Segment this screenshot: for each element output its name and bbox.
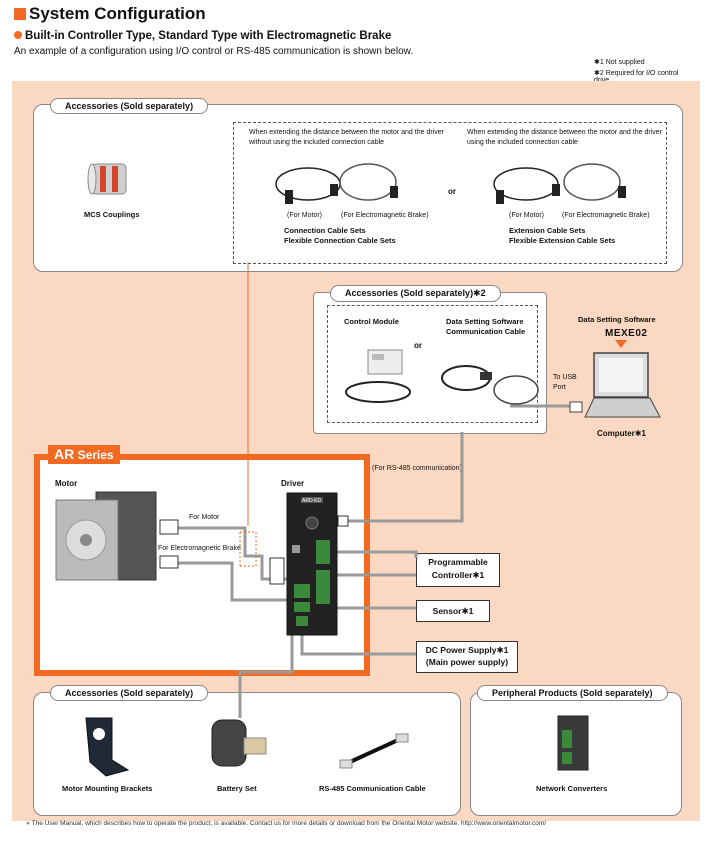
left-group-caption: When extending the distance between the …: [249, 129, 444, 146]
right-group-caption: When extending the distance between the …: [467, 129, 662, 146]
right-name-2: Flexible Extension Cable Sets: [509, 236, 616, 245]
note-2: ✱2 Required for I/O control drive.: [594, 70, 679, 84]
brackets-label: Motor Mounting Brackets: [62, 784, 153, 793]
wire-group: [178, 404, 570, 718]
for-brake-label: For Electromagnetic Brake: [158, 545, 241, 552]
connection-cables-image: [275, 163, 397, 201]
computer-label: Computer✱1: [597, 429, 646, 438]
page-title: System Configuration: [14, 4, 206, 24]
power-wire: [300, 632, 416, 656]
couplings-label: MCS Couplings: [84, 210, 140, 219]
down-arrow-icon: [615, 340, 627, 348]
usb-line-1: To USB: [553, 374, 577, 381]
driver-image: [286, 492, 338, 636]
battery-label: Battery Set: [217, 784, 257, 793]
usb-line-2: Port: [553, 384, 566, 391]
cable-sets-dashed-frame: [233, 122, 667, 264]
comm-cable-line-2: Communication Cable: [446, 327, 526, 336]
driver-label: Driver: [281, 479, 305, 488]
control-module-image: [345, 349, 411, 403]
software-name: MEXE02: [605, 328, 648, 339]
top-accessories-box: [33, 104, 683, 272]
programmable-controller-box: Programmable Controller✱1: [416, 553, 500, 587]
dc-power-supply-box: DC Power Supply✱1 (Main power supply): [416, 641, 518, 673]
cable-connector-6: [618, 186, 626, 198]
mid-accessories-box: [313, 292, 547, 434]
motor-wire: [178, 526, 290, 581]
motor-label: Motor: [55, 479, 78, 488]
network-converter-image: [557, 715, 589, 771]
couplings-image: [87, 163, 127, 195]
cable-connector-1: [285, 190, 293, 204]
right-for-brake: (For Electromagnetic Brake): [562, 212, 650, 219]
brackets-image: [85, 717, 130, 777]
plc-wire-1: [324, 550, 418, 558]
driver-cable-connector-icon: [269, 557, 285, 585]
title-square-icon: [14, 8, 26, 20]
converters-label: Network Converters: [536, 784, 608, 793]
left-name-2: Flexible Connection Cable Sets: [284, 236, 396, 245]
left-for-motor: (For Motor): [287, 212, 322, 219]
mid-accessories-header: Accessories (Sold separately)✱2: [330, 285, 501, 302]
for-motor-label: For Motor: [189, 514, 220, 521]
cable-connector-2: [330, 184, 338, 196]
page-description: An example of a configuration using I/O …: [14, 46, 414, 57]
peripheral-header: Peripheral Products (Sold separately): [477, 685, 668, 701]
battery-wire: [238, 620, 294, 718]
cable-connector-4: [496, 190, 504, 204]
left-for-brake: (For Electromagnetic Brake): [341, 212, 429, 219]
motor-image: [55, 491, 157, 581]
bullet-dot-icon: [14, 31, 22, 39]
rs485-cable-image: [339, 733, 409, 769]
or-label-top: or: [448, 187, 456, 196]
comm-cable-image: [441, 365, 539, 405]
ar-series-label: AR Series: [48, 445, 120, 464]
bottom-accessories-header: Accessories (Sold separately): [50, 685, 209, 701]
comm-cable-line-1: Data Setting Software: [446, 317, 524, 326]
sensor-box: Sensor✱1: [416, 600, 490, 622]
laptop-image: [584, 352, 661, 418]
control-module-label: Control Module: [344, 317, 399, 326]
right-name-1: Extension Cable Sets: [509, 226, 586, 235]
page-subtitle: Built-in Controller Type, Standard Type …: [14, 30, 391, 42]
note-1: ✱1 Not supplied: [594, 59, 645, 66]
motor-connectors: [159, 519, 179, 569]
rs485-wire: [348, 432, 464, 523]
top-accessories-header: Accessories (Sold separately): [50, 98, 209, 114]
right-for-motor: (For Motor): [509, 212, 544, 219]
rs485-port-icon: [337, 515, 349, 527]
battery-image: [211, 719, 267, 767]
cable-connector-5: [552, 184, 560, 196]
or-label-mid: or: [414, 341, 422, 350]
mid-dashed-frame: [327, 305, 538, 423]
usb-connector-icon: [569, 401, 583, 413]
cable-connector-3: [390, 186, 398, 198]
rs485-cable-label: RS-485 Communication Cable: [319, 784, 426, 793]
left-name-1: Connection Cable Sets: [284, 226, 366, 235]
driver-badge: ARD-KD: [302, 498, 322, 504]
software-title: Data Setting Software: [578, 315, 656, 324]
rs485-label: (For RS-485 communication): [372, 465, 462, 472]
brake-wire: [178, 561, 290, 602]
footer-note: ● The User Manual, which describes how t…: [26, 820, 547, 827]
